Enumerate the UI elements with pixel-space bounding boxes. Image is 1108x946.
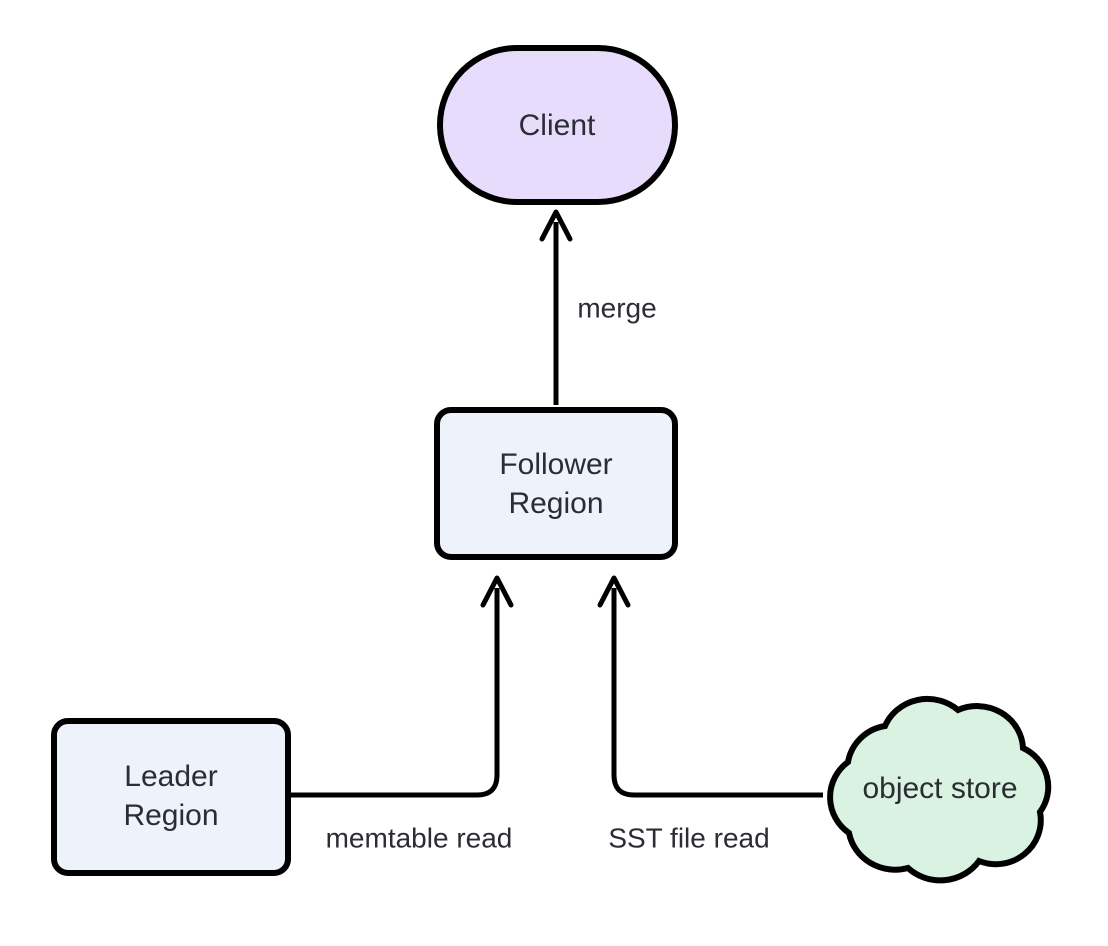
leader-region-label-line1: Leader — [124, 760, 217, 793]
leader-region-shape — [51, 718, 291, 876]
edge-label-merge: merge — [577, 292, 656, 323]
edge-label-memtable-read: memtable read — [326, 822, 513, 853]
follower-region-label-line1: Follower — [499, 448, 612, 481]
node-leader-region[interactable]: Leader Region — [51, 718, 291, 876]
node-object-store[interactable]: object store — [827, 695, 1052, 884]
object-store-cloud-shape — [827, 695, 1052, 884]
edge-objectstore-to-follower — [597, 575, 823, 798]
node-follower-region[interactable]: Follower Region — [434, 407, 678, 560]
edge-line-memtable-read — [291, 588, 500, 798]
edge-line-sst-file-read — [611, 588, 823, 798]
follower-region-label-line2: Region — [508, 487, 603, 520]
follower-region-shape — [434, 407, 678, 560]
leader-region-label-line2: Region — [123, 799, 218, 832]
client-shape — [437, 45, 678, 205]
edge-leader-to-follower — [291, 575, 514, 798]
arrow-head-sst-file-read — [597, 575, 631, 608]
arrow-head-memtable-read — [480, 575, 514, 608]
client-label: Client — [519, 109, 596, 142]
arrow-head-merge — [539, 209, 573, 242]
node-client[interactable]: Client — [437, 45, 678, 205]
edge-follower-to-client — [539, 209, 573, 405]
object-store-label: object store — [862, 772, 1017, 805]
edge-label-sst-file-read: SST file read — [608, 822, 769, 853]
